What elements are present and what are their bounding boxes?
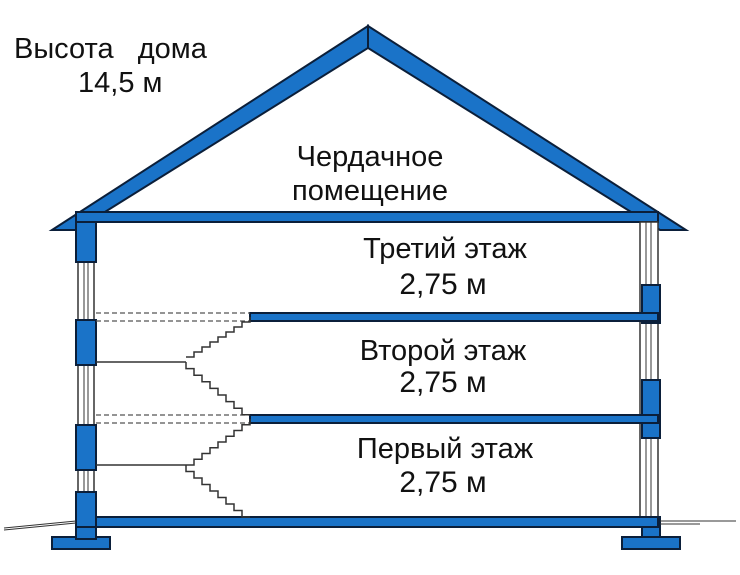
left-wall-block bbox=[75, 424, 97, 471]
right-wall bbox=[639, 221, 661, 538]
right-wall-block bbox=[641, 379, 661, 439]
stair-flight-upper-down bbox=[185, 362, 250, 416]
first-floor-name: Первый этаж bbox=[357, 433, 534, 465]
attic-label-line2: помещение bbox=[292, 175, 448, 207]
staircases bbox=[185, 317, 251, 518]
left-wall bbox=[75, 221, 97, 531]
left-wall-block bbox=[75, 221, 97, 263]
right-foundation bbox=[621, 536, 681, 550]
stair-openings bbox=[96, 312, 250, 424]
left-wall-thin bbox=[77, 221, 95, 518]
right-wall-thin bbox=[639, 221, 659, 518]
second-floor-height: 2,75 м bbox=[399, 366, 486, 399]
attic-label-line1: Чердачное bbox=[297, 141, 444, 173]
stair-landings bbox=[96, 361, 186, 466]
third-floor-name: Третий этаж bbox=[363, 233, 527, 265]
stair-flight-upper bbox=[186, 317, 251, 358]
ground-floor-slab bbox=[95, 516, 659, 528]
second-floor-name: Второй этаж bbox=[360, 335, 527, 367]
stair-flight-lower-down bbox=[185, 465, 250, 518]
attic-floor-slab bbox=[75, 211, 659, 223]
house-height-title: Высота дома bbox=[14, 33, 208, 65]
left-foundation-post bbox=[75, 526, 97, 540]
third-floor-height: 2,75 м bbox=[399, 268, 486, 301]
third-floor-slab bbox=[249, 312, 659, 322]
second-floor-slab bbox=[249, 414, 659, 424]
house-height-value: 14,5 м bbox=[78, 67, 162, 99]
first-floor-height: 2,75 м bbox=[399, 466, 486, 499]
left-wall-block bbox=[75, 491, 97, 531]
ground-lines bbox=[3, 520, 736, 531]
roof-right-slope bbox=[367, 24, 690, 231]
stair-flight-lower bbox=[186, 419, 251, 466]
left-wall-block bbox=[75, 319, 97, 366]
roof bbox=[48, 24, 690, 231]
